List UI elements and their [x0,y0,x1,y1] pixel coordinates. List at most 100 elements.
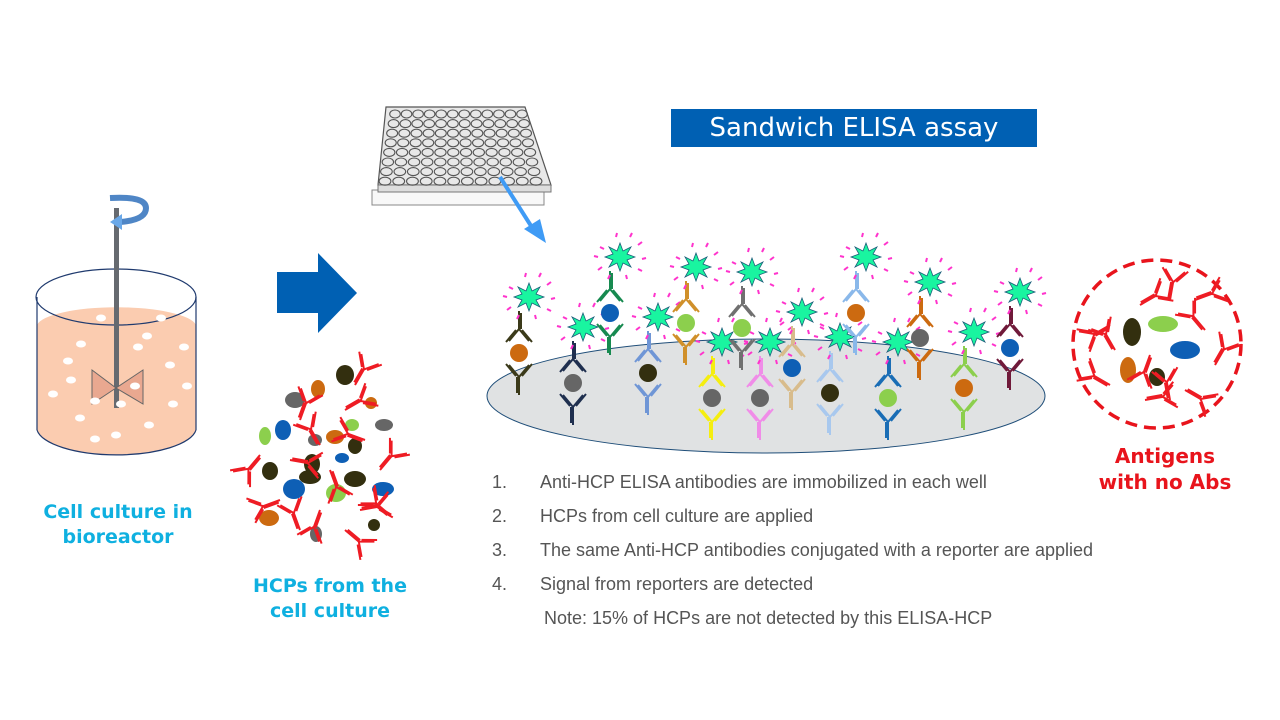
step-text: Anti-HCP ELISA antibodies are immobilize… [540,472,987,492]
plate-well [521,138,535,148]
antigen [821,384,839,402]
reporter-icon [631,292,685,340]
plate-well [378,176,392,186]
plate-well [412,109,424,119]
plate-well [380,167,393,177]
plate-well [516,109,528,119]
plate-well [504,109,517,119]
antigen [733,319,751,337]
plate-well [423,119,436,129]
note-text: Note: 15% of HCPs are not detected by th… [544,608,993,628]
plate-well [459,128,472,138]
reporter-icon [947,307,1001,355]
plate-well [447,167,460,177]
step-item: 4. Signal from reporters are detected [492,574,1093,608]
plate-well [447,138,460,148]
plate-well [434,147,447,157]
plate-well [387,119,400,129]
plate-well [527,167,541,177]
plate-well [406,167,420,177]
no-abs-label-line1: Antigens [1114,444,1216,468]
antibody-sandwiches [502,232,1047,441]
step-number: 4. [492,574,508,594]
plate-well [496,138,510,148]
plate-well [409,138,422,148]
antibody-sandwich [695,317,749,441]
step-number: 3. [492,540,508,560]
bioreactor-label-line1: Cell culture in [43,501,193,523]
plate-well [422,138,435,148]
plate-well [407,157,421,167]
plate-well [509,138,522,148]
plate-well [458,119,471,129]
reporter-icon [725,247,779,295]
plate-well [500,167,514,177]
plate-well [446,128,460,138]
plate-well [511,147,524,157]
plate-well [386,128,399,138]
plate-well [474,176,488,186]
plate-well [435,119,447,129]
plate-well [422,128,435,138]
undetected-antigens-icon [1071,258,1243,430]
plate-well [459,138,472,148]
plate-well [435,109,448,119]
plate-well [433,176,447,186]
plate-well [447,147,460,157]
plate-well [487,167,501,177]
bioreactor-label-line2: bioreactor [62,526,174,548]
plate-well [459,147,473,157]
antibody-sandwich [743,317,797,441]
plate-well [420,157,434,167]
plate-well [482,119,495,129]
antigen [847,304,865,322]
antigen [510,344,528,362]
plate-well [423,109,436,119]
plate-well [507,128,520,138]
plate-well [383,147,396,157]
plate-well [433,167,447,177]
step-item: 2.HCPs from cell culture are applied [492,506,1093,540]
steps-list: 1.Anti-HCP ELISA antibodies are immobili… [492,472,1093,629]
antigen [751,389,769,407]
plate-well [419,176,433,186]
protein-mixture-icon [229,350,411,561]
antigen [639,364,657,382]
plate-well [499,157,513,167]
plate-well [421,147,434,157]
plate-well [458,109,471,119]
step-number: 2. [492,506,508,526]
plate-well [420,167,434,177]
plate-well [433,157,447,167]
antibody-sandwich [725,247,779,371]
plate-well [446,119,459,129]
no-abs-label: Antigens with no Abs [1080,443,1250,495]
plate-well [434,128,447,138]
plate-well [447,157,460,167]
antibody-sandwich [669,242,723,366]
bioreactor-icon [35,194,197,456]
step-text: Signal from reporters are detected [540,574,814,594]
plate-well [519,128,533,138]
plate-well [389,109,401,119]
antigen [564,374,582,392]
plate-well [494,119,507,129]
plate-well [472,147,486,157]
plate-well [518,119,530,129]
hcps-label-line2: cell culture [270,600,390,622]
plate-well [469,109,482,119]
step-item: 3.The same Anti-HCP antibodies conjugate… [492,540,1093,574]
antigen [783,359,801,377]
plate-well [495,128,508,138]
hcps-label-line1: HCPs from the [253,575,407,597]
antibody-sandwich [775,287,829,411]
plate-well [406,176,419,186]
hcps-label: HCPs from the cell culture [240,574,420,624]
plate-well [398,128,411,138]
reporter-icon [993,267,1047,315]
antibody-sandwich [593,232,647,356]
plate-well [525,157,539,167]
no-abs-label-line2: with no Abs [1098,470,1232,494]
plate-well [460,157,473,167]
